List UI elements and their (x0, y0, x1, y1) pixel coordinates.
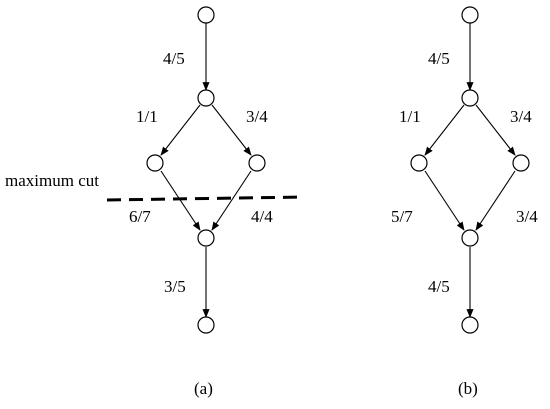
edge-labels-a: 4/5 1/1 3/4 6/7 4/4 3/5 (129, 49, 273, 296)
edge-a-l-b (160, 170, 201, 231)
edge-label-a-r-b: 4/4 (251, 207, 273, 226)
edge-b-l-b (424, 170, 465, 231)
edge-label-a-l-b: 6/7 (129, 207, 151, 226)
edge-a-r-b (211, 170, 252, 231)
node-a-split (197, 89, 215, 107)
diagram-b: 4/5 1/1 3/4 5/7 3/4 4/5 (b) (391, 6, 538, 398)
edge-a-a-l (160, 104, 201, 156)
maximum-cut-label: maximum cut (5, 171, 99, 190)
nodes-b (410, 6, 530, 334)
node-b-source (461, 6, 479, 24)
edge-label-a-b-t: 3/5 (164, 277, 186, 296)
node-a-sink (197, 316, 215, 334)
edge-label-b-b-t: 4/5 (428, 277, 450, 296)
node-b-merge (461, 229, 479, 247)
edge-label-b-a-r: 3/4 (510, 107, 532, 126)
node-a-right (248, 154, 266, 172)
node-b-sink (461, 316, 479, 334)
node-b-right (512, 154, 530, 172)
edge-labels-b: 4/5 1/1 3/4 5/7 3/4 4/5 (391, 49, 538, 296)
edge-label-b-r-b: 3/4 (516, 207, 538, 226)
edge-label-a-a-l: 1/1 (136, 107, 158, 126)
node-a-merge (197, 229, 215, 247)
edge-b-a-r (475, 104, 516, 156)
node-a-left (146, 154, 164, 172)
diagram-a: 4/5 1/1 3/4 6/7 4/4 3/5 maximum cut (a) (5, 6, 305, 398)
edge-label-a-s-a: 4/5 (163, 49, 185, 68)
edge-label-b-s-a: 4/5 (428, 49, 450, 68)
nodes-a (146, 6, 266, 334)
node-a-source (197, 6, 215, 24)
edge-label-b-l-b: 5/7 (391, 207, 413, 226)
maximum-cut-line (106, 195, 305, 202)
edge-a-a-r (211, 104, 252, 156)
edge-b-r-b (475, 170, 516, 231)
edges-a (160, 23, 252, 318)
node-b-left (410, 154, 428, 172)
caption-a: (a) (194, 379, 213, 398)
edges-b (424, 23, 516, 318)
edge-b-a-l (424, 104, 465, 156)
caption-b: (b) (458, 379, 478, 398)
edge-label-b-a-l: 1/1 (399, 107, 421, 126)
node-b-split (461, 89, 479, 107)
edge-label-a-a-r: 3/4 (246, 107, 268, 126)
